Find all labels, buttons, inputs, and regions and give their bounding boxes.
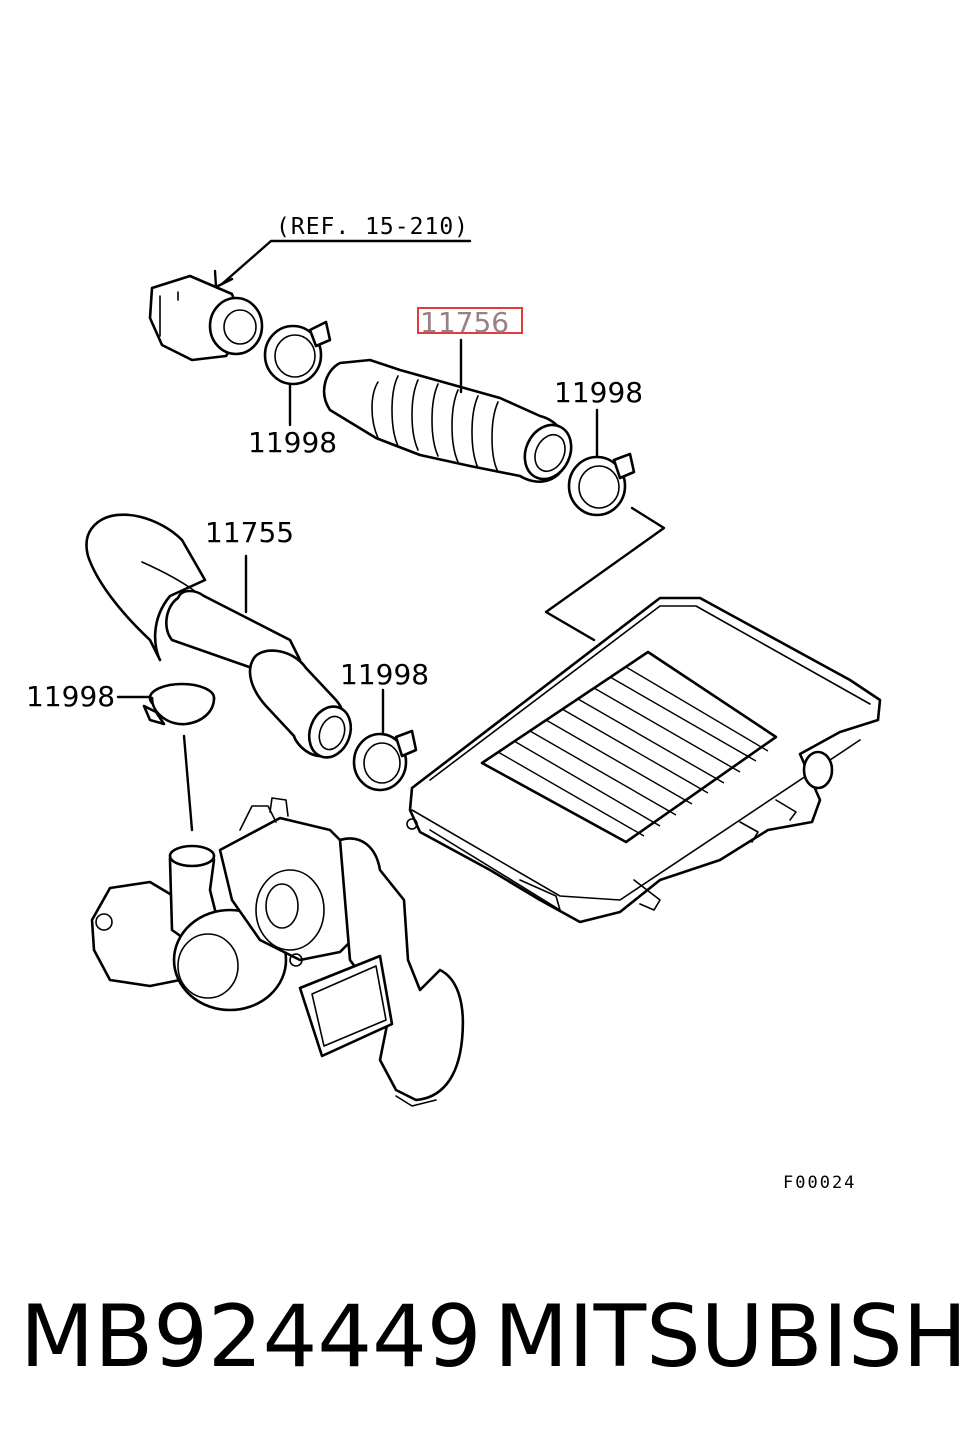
part-label-11998-far-left: 11998 [26, 680, 115, 713]
reference-leader [213, 239, 472, 289]
clamp-d [116, 682, 216, 832]
turbocharger-part [90, 797, 465, 1107]
clamp-c [352, 688, 418, 792]
part-label-11998-left: 11998 [248, 426, 337, 459]
intercooler-part [406, 596, 882, 924]
intercooler-leader [544, 506, 666, 642]
figure-code: F00024 [783, 1173, 856, 1193]
highlight-box [417, 307, 523, 334]
hose-11756 [322, 338, 573, 483]
brand-caption: MITSUBISHI [494, 1287, 960, 1387]
part-label-11998-right: 11998 [554, 376, 643, 409]
airflow-sensor-part [148, 274, 264, 362]
clamp-b [567, 408, 636, 517]
part-number-caption: MB924449 [20, 1287, 482, 1387]
pipe-11755 [85, 513, 353, 759]
part-label-11755: 11755 [205, 516, 294, 549]
part-label-11756: 11756 [420, 306, 509, 339]
reference-label: (REF. 15-210) [276, 214, 469, 240]
clamp-a [263, 320, 332, 427]
part-label-11998-middle: 11998 [340, 658, 429, 691]
